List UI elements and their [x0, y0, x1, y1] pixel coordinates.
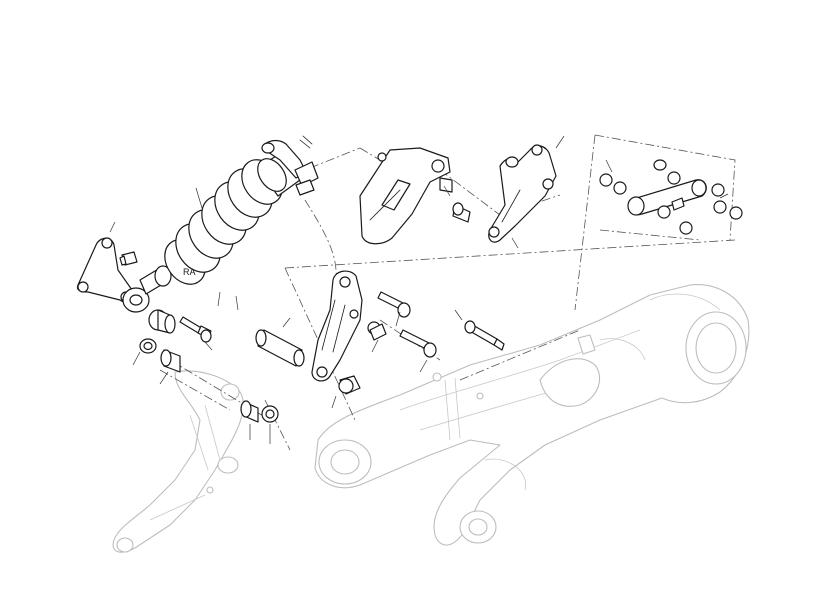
- sleeve-spacers: [240, 317, 305, 444]
- heel-guard-plate: [359, 147, 471, 245]
- upper-link-arm: [488, 144, 557, 243]
- shock-stamp-text: RA: [183, 267, 196, 277]
- rear-shock-absorber: RA: [122, 135, 319, 313]
- bushings-left: [132, 309, 213, 385]
- center-linkage-arm: [311, 270, 437, 395]
- frame-bracket-ghost: [112, 370, 244, 553]
- long-bolt: [454, 309, 505, 351]
- dogbone-link: [599, 159, 743, 235]
- linkage-plate-left: [76, 221, 138, 303]
- swingarm-ghost: [314, 284, 750, 546]
- leader-marks: [195, 135, 565, 409]
